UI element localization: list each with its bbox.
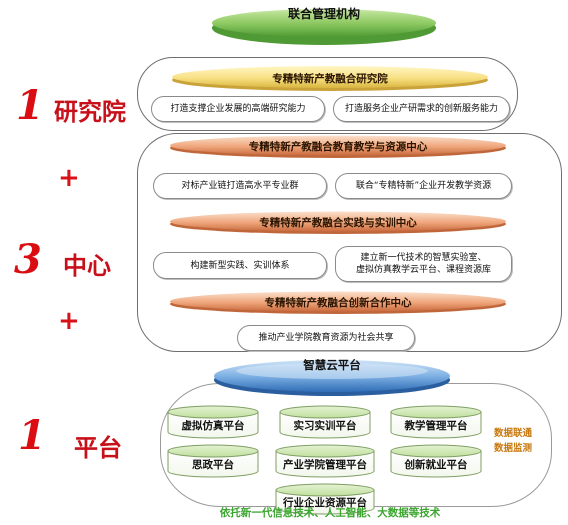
center-label: 中心 bbox=[63, 251, 111, 280]
data-monitor-label: 数据监测 bbox=[494, 443, 533, 454]
smart-cloud-disk bbox=[214, 360, 450, 396]
platform-label-1: 虚拟仿真平台 bbox=[181, 419, 245, 432]
research-banner-disk bbox=[172, 66, 488, 91]
practice-pill-1: 构建新型实践、实训体系 bbox=[153, 252, 327, 279]
research-pill-1: 打造支撑企业发展的高端研究能力 bbox=[151, 96, 325, 122]
platform-cylinder-teaching-mgmt: 教学管理平台 bbox=[389, 404, 483, 440]
platform-cylinder-ideology: 思政平台 bbox=[166, 443, 260, 479]
three-centers-container bbox=[137, 133, 562, 352]
plus-sign-2: + bbox=[58, 306, 80, 336]
research-count: 1 bbox=[16, 82, 44, 129]
platform-label-3: 教学管理平台 bbox=[404, 419, 468, 432]
practice-pill-2-line-2: 虚拟仿真教学云平台、课程资源库 bbox=[355, 265, 491, 275]
technology-foundation-text: 依托新一代信息技术、人工智能、大数据等技术 bbox=[219, 506, 441, 519]
platform-cylinder-industry-college: 产业学院管理平台 bbox=[274, 443, 376, 479]
platform-label-6: 创新就业平台 bbox=[404, 458, 468, 471]
education-center-banner: 专精特新产教融合教育教学与资源中心 bbox=[168, 134, 508, 159]
management-title: 联合管理机构 bbox=[287, 6, 360, 21]
platform-count: 1 bbox=[18, 412, 46, 459]
data-connect-label: 数据联通 bbox=[494, 428, 533, 439]
practice-banner-text: 专精特新产教融合实践与实训中心 bbox=[259, 217, 417, 229]
smart-cloud-title: 智慧云平台 bbox=[303, 358, 361, 372]
innovation-banner-disk bbox=[170, 291, 506, 314]
platform-label-5: 产业学院管理平台 bbox=[283, 458, 367, 471]
education-pill-2: 联合“专精特新”企业开发教学资源 bbox=[335, 173, 512, 199]
cylinder-shape-2 bbox=[279, 405, 371, 439]
cylinder-shape-5 bbox=[275, 444, 375, 478]
innovation-banner-text: 专精特新产教融合创新合作中心 bbox=[264, 297, 412, 309]
cylinder-shape-7 bbox=[275, 483, 375, 515]
platform-label-4: 思政平台 bbox=[192, 458, 234, 471]
platform-cylinder-virtual-sim: 虚拟仿真平台 bbox=[166, 404, 260, 440]
center-count: 3 bbox=[14, 236, 42, 283]
cylinder-shape-3 bbox=[390, 405, 482, 439]
platform-label: 平台 bbox=[74, 433, 122, 462]
research-banner-text: 专精特新产教融合研究院 bbox=[272, 72, 388, 85]
innovation-pill-1: 推动产业学院教育资源为社会共享 bbox=[237, 325, 415, 351]
research-pill-2: 打造服务企业产研需求的创新服务能力 bbox=[333, 96, 510, 122]
practice-center-banner: 专精特新产教融合实践与实训中心 bbox=[168, 210, 508, 235]
management-disk bbox=[212, 9, 436, 45]
innovation-center-banner: 专精特新产教融合创新合作中心 bbox=[168, 290, 508, 315]
platform-cylinder-enterprise-resource: 行业企业资源平台 bbox=[274, 482, 376, 516]
plus-sign-1: + bbox=[58, 163, 80, 193]
cylinder-shape-1 bbox=[167, 405, 259, 439]
platform-label-7: 行业企业资源平台 bbox=[283, 496, 367, 509]
education-banner-text: 专精特新产教融合教育教学与资源中心 bbox=[248, 141, 428, 153]
education-banner-disk bbox=[170, 135, 506, 158]
research-label: 研究院 bbox=[54, 97, 126, 126]
platform-cylinder-internship: 实习实训平台 bbox=[278, 404, 372, 440]
platform-label-2: 实习实训平台 bbox=[293, 419, 357, 432]
cylinder-shape-6 bbox=[390, 444, 482, 478]
platform-cylinder-employment: 创新就业平台 bbox=[389, 443, 483, 479]
practice-pill-2: 建立新一代技术的智慧实验室、 虚拟仿真教学云平台、课程资源库 bbox=[335, 246, 512, 282]
data-side-labels: 数据联通 数据监测 bbox=[494, 426, 564, 456]
practice-pill-2-line-1: 建立新一代技术的智慧实验室、 bbox=[360, 253, 487, 263]
research-banner: 专精特新产教融合研究院 bbox=[170, 64, 490, 92]
education-pill-1: 对标产业链打造高水平专业群 bbox=[153, 173, 327, 199]
cylinder-shape-4 bbox=[167, 444, 259, 478]
practice-banner-disk bbox=[170, 211, 506, 234]
